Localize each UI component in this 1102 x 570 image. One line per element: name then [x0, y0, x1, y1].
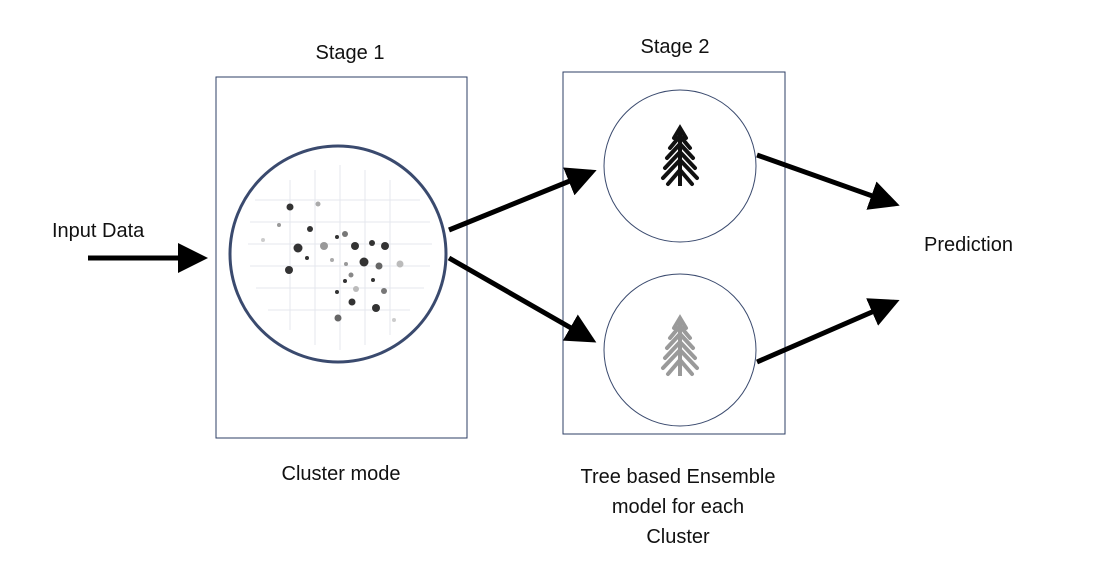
arrow-bottom-to-prediction — [756, 298, 900, 365]
arrow-to-bottom-model — [447, 255, 597, 343]
ensemble-caption-line3: Cluster — [646, 526, 710, 548]
stage2-title: Stage 2 — [640, 36, 710, 58]
arrow-top-to-prediction — [756, 152, 900, 210]
cluster-mode-caption: Cluster mode — [281, 463, 401, 485]
ensemble-caption: Tree based Ensemble model for each Clust… — [560, 462, 796, 552]
stage1-title: Stage 1 — [315, 42, 385, 64]
ensemble-caption-line2: model for each — [611, 496, 745, 518]
stage2-box — [562, 71, 786, 435]
prediction-label: Prediction — [924, 234, 1013, 256]
arrow-to-top-model — [448, 167, 597, 233]
ensemble-caption-line1: Tree based Ensemble — [580, 466, 776, 488]
cluster-scatter-icon — [228, 144, 448, 364]
input-data-label: Input Data — [52, 220, 145, 242]
stage1-box — [215, 76, 468, 439]
